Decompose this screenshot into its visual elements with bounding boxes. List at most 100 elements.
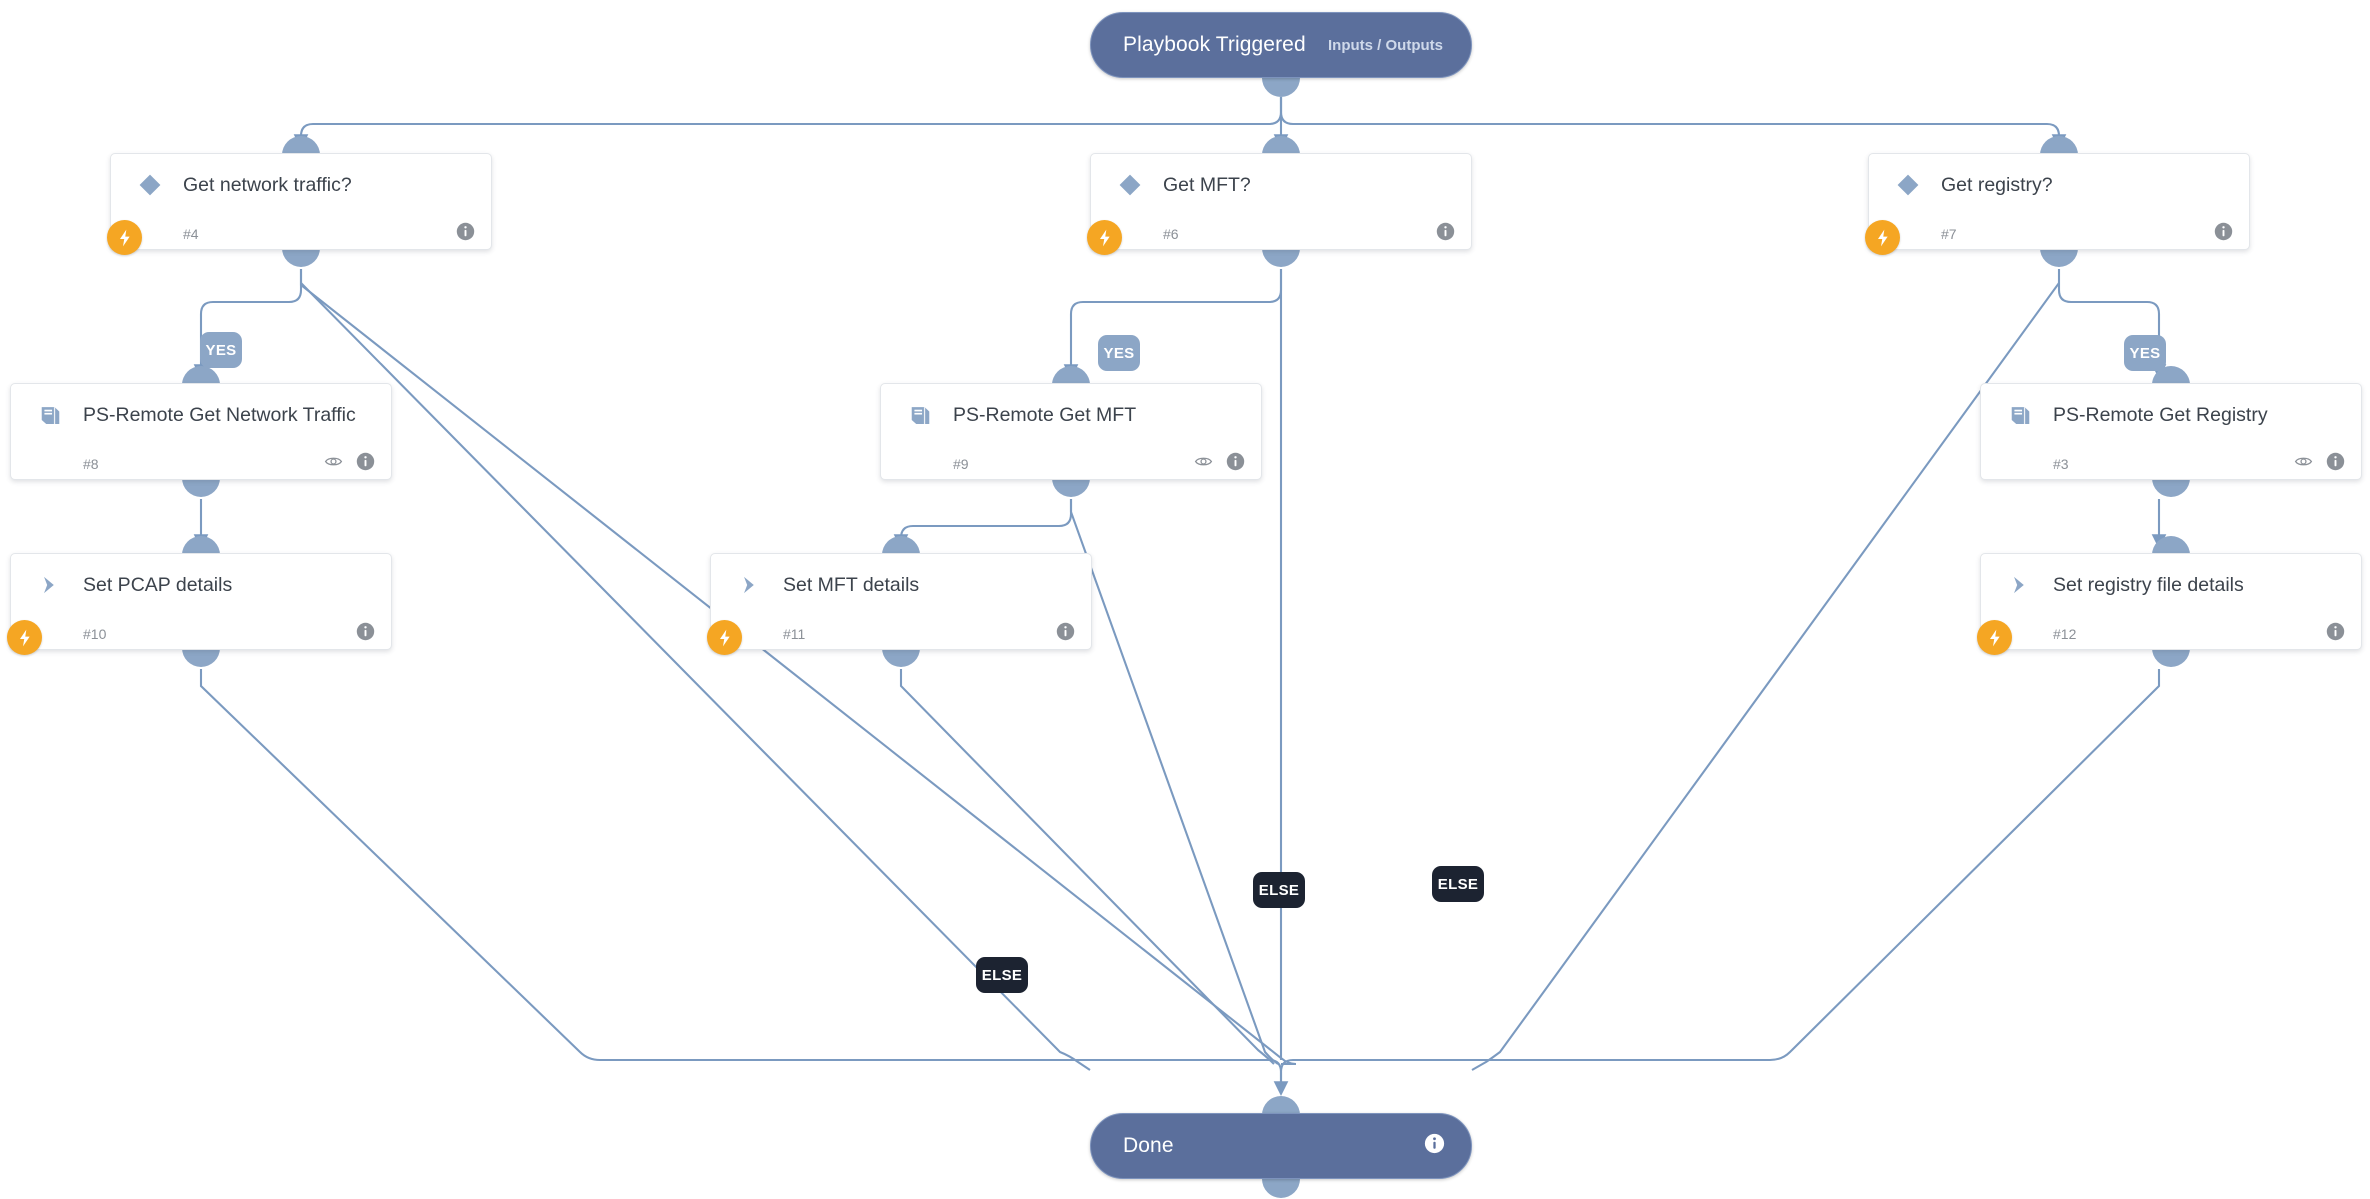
node-get-network-traffic[interactable]: Get network traffic? #4 [107,153,492,255]
edge-label-yes-network-traffic: YES [200,332,242,368]
automation-bolt-icon[interactable] [107,220,142,255]
chevron-right-icon [733,572,767,598]
node-title: Set PCAP details [83,573,233,596]
node-get-mft[interactable]: Get MFT? #6 [1087,153,1472,255]
node-title: PS-Remote Get MFT [953,403,1137,426]
edge-label-yes-registry: YES [2124,335,2166,371]
edge-label-else-mft: ELSE [1253,872,1305,908]
eye-icon[interactable] [324,452,343,476]
info-icon[interactable] [1226,452,1245,476]
chevron-right-icon [33,572,67,598]
automation-bolt-icon[interactable] [1087,220,1122,255]
diamond-icon [133,172,167,198]
book-icon [2003,402,2037,429]
node-footer: #7 [1865,216,2249,255]
node-actions [1194,452,1245,476]
info-icon[interactable] [1436,222,1455,246]
info-icon[interactable] [2326,452,2345,476]
edge-label-yes-mft: YES [1098,335,1140,371]
node-header: PS-Remote Get Network Traffic [11,384,391,446]
node-actions [356,622,375,646]
node-footer: #9 [881,446,1261,481]
node-id: #4 [183,225,199,242]
node-id: #12 [2053,625,2077,642]
chevron-right-icon [2003,572,2037,598]
info-icon[interactable] [456,222,475,246]
port-out-get-network-traffic[interactable] [282,248,320,267]
port-out-ps-remote-get-network-traffic[interactable] [182,478,220,497]
node-header: PS-Remote Get Registry [1981,384,2361,446]
edge-label-else-registry: ELSE [1432,866,1484,902]
node-ps-remote-get-network-traffic[interactable]: PS-Remote Get Network Traffic #8 [10,383,392,480]
info-icon[interactable] [2214,222,2233,246]
info-icon[interactable] [356,452,375,476]
node-id: #3 [2053,455,2069,472]
playbook-triggered-title: Playbook Triggered [1123,33,1306,56]
info-icon[interactable] [2326,622,2345,646]
node-actions [1436,222,1455,246]
node-playbook-triggered[interactable]: Playbook Triggered Inputs / Outputs [1090,12,1472,78]
port-in-done[interactable] [1262,1096,1300,1115]
node-actions [2326,622,2345,646]
node-footer: #6 [1087,216,1471,255]
node-actions [2214,222,2233,246]
node-header: Get network traffic? [111,154,491,216]
node-actions [324,452,375,476]
node-title: Get registry? [1941,173,2053,196]
book-icon [903,402,937,429]
port-out-playbook-triggered[interactable] [1262,78,1300,97]
automation-bolt-icon[interactable] [1865,220,1900,255]
diamond-icon [1113,172,1147,198]
node-title: Get MFT? [1163,173,1251,196]
port-out-get-mft[interactable] [1262,248,1300,267]
port-out-set-pcap-details[interactable] [182,648,220,667]
port-out-ps-remote-get-registry[interactable] [2152,478,2190,497]
node-id: #11 [783,625,806,642]
node-footer: #11 [707,616,1091,655]
node-footer: #8 [11,446,391,481]
port-out-get-registry[interactable] [2040,248,2078,267]
node-header: Set PCAP details [11,554,391,616]
node-done[interactable]: Done [1090,1113,1472,1179]
info-icon[interactable] [1056,622,1075,646]
info-icon[interactable] [356,622,375,646]
node-id: #6 [1163,225,1179,242]
automation-bolt-icon[interactable] [7,620,42,655]
automation-bolt-icon[interactable] [707,620,742,655]
node-actions [456,222,475,246]
node-footer: #10 [7,616,391,655]
node-header: PS-Remote Get MFT [881,384,1261,446]
node-id: #9 [953,455,969,472]
node-header: Set registry file details [1981,554,2361,616]
done-title: Done [1123,1134,1174,1157]
node-set-mft-details[interactable]: Set MFT details #11 [707,553,1092,655]
node-footer: #12 [1977,616,2361,655]
automation-bolt-icon[interactable] [1977,620,2012,655]
port-out-done[interactable] [1262,1179,1300,1198]
book-icon [33,402,67,429]
port-out-set-registry-file-details[interactable] [2152,648,2190,667]
diamond-icon [1891,172,1925,198]
node-set-pcap-details[interactable]: Set PCAP details #10 [7,553,392,655]
edge-label-else-network-traffic: ELSE [976,957,1028,993]
node-actions [1056,622,1075,646]
node-ps-remote-get-registry[interactable]: PS-Remote Get Registry #3 [1980,383,2362,480]
node-ps-remote-get-mft[interactable]: PS-Remote Get MFT #9 [880,383,1262,480]
node-title: Set MFT details [783,573,920,596]
playbook-triggered-subtitle: Inputs / Outputs [1328,36,1443,54]
info-icon[interactable] [1424,1133,1445,1159]
node-get-registry[interactable]: Get registry? #7 [1865,153,2250,255]
node-title: PS-Remote Get Network Traffic [83,403,356,426]
node-id: #8 [83,455,99,472]
node-title: Set registry file details [2053,573,2244,596]
node-actions [2294,452,2345,476]
eye-icon[interactable] [1194,452,1213,476]
node-set-registry-file-details[interactable]: Set registry file details #12 [1977,553,2362,655]
node-title: PS-Remote Get Registry [2053,403,2268,426]
node-footer: #3 [1981,446,2361,481]
node-header: Get MFT? [1091,154,1471,216]
node-header: Get registry? [1869,154,2249,216]
eye-icon[interactable] [2294,452,2313,476]
node-id: #10 [83,625,107,642]
